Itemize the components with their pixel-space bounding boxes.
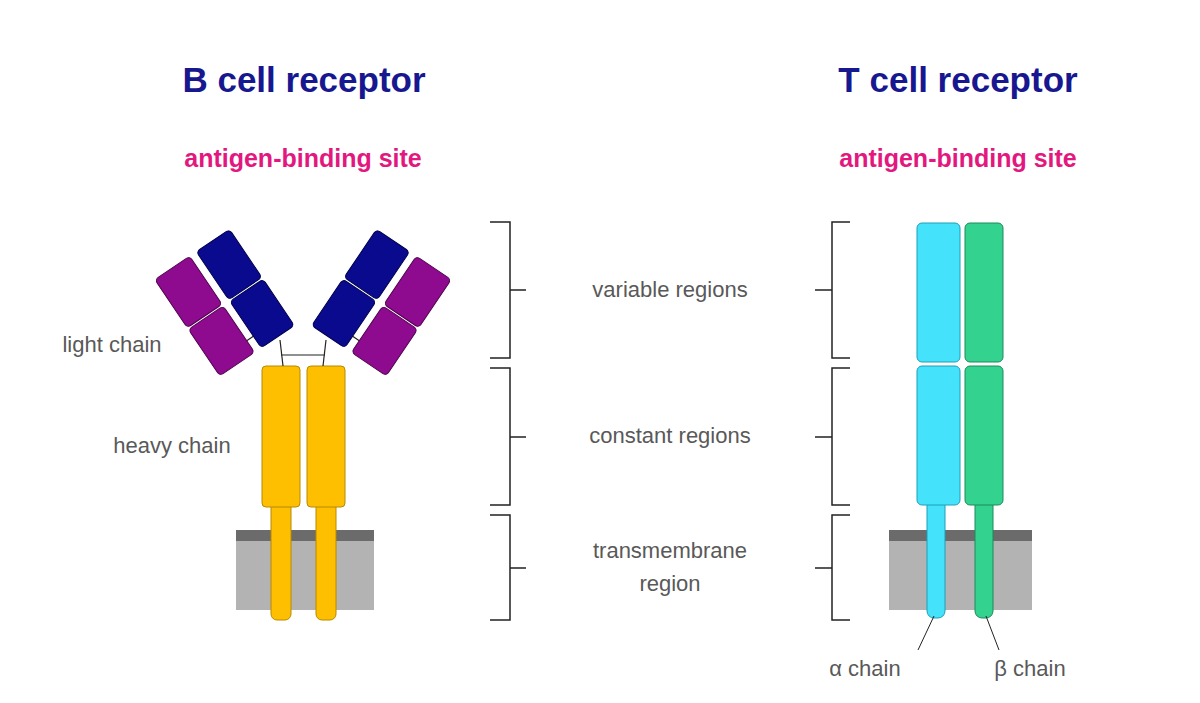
- alpha-chain-variable: [917, 223, 960, 362]
- antibody-arm: [155, 229, 294, 375]
- bracket: [815, 515, 850, 620]
- site-label: antigen-binding site: [184, 144, 422, 173]
- bracket: [490, 368, 526, 505]
- bracket: [490, 515, 526, 620]
- hinge-line: [280, 340, 283, 366]
- receptor-title: T cell receptor: [838, 60, 1077, 100]
- bracket: [815, 368, 850, 505]
- leader-line: [918, 616, 934, 650]
- region-label: transmembrane region: [575, 534, 765, 600]
- antibody-arm: [312, 229, 451, 375]
- heavy-chain-tail: [271, 495, 291, 620]
- disulfide-bond: [353, 336, 360, 340]
- bracket: [815, 222, 850, 358]
- site-label: antigen-binding site: [839, 144, 1077, 173]
- membrane-surface: [889, 530, 1032, 541]
- chain-label: light chain: [62, 328, 161, 361]
- chain-label: heavy chain: [113, 429, 230, 462]
- region-label: variable regions: [592, 273, 747, 306]
- alpha-chain-constant: [917, 366, 960, 505]
- chain-label: β chain: [994, 652, 1065, 685]
- cell-membrane: [236, 530, 374, 610]
- heavy-chain-tail: [316, 495, 336, 620]
- chain-label: α chain: [829, 652, 900, 685]
- cell-membrane: [889, 530, 1032, 610]
- disulfide-bond: [281, 354, 325, 355]
- heavy-chain-constant: [262, 366, 300, 507]
- alpha-chain-tail: [927, 495, 945, 618]
- heavy-chain-constant: [307, 366, 345, 507]
- disulfide-bond: [247, 336, 254, 340]
- region-brackets: [490, 222, 850, 620]
- receptor-title: B cell receptor: [182, 60, 425, 100]
- beta-chain-variable: [965, 223, 1003, 362]
- light-chain-domain: [384, 256, 451, 328]
- leader-line: [986, 616, 999, 650]
- bracket: [490, 222, 526, 358]
- region-label: constant regions: [589, 419, 750, 452]
- beta-chain-tail: [975, 495, 993, 618]
- light-chain-domain: [155, 256, 222, 328]
- membrane-surface: [236, 530, 374, 541]
- hinge-line: [323, 340, 326, 366]
- beta-chain-constant: [965, 366, 1003, 505]
